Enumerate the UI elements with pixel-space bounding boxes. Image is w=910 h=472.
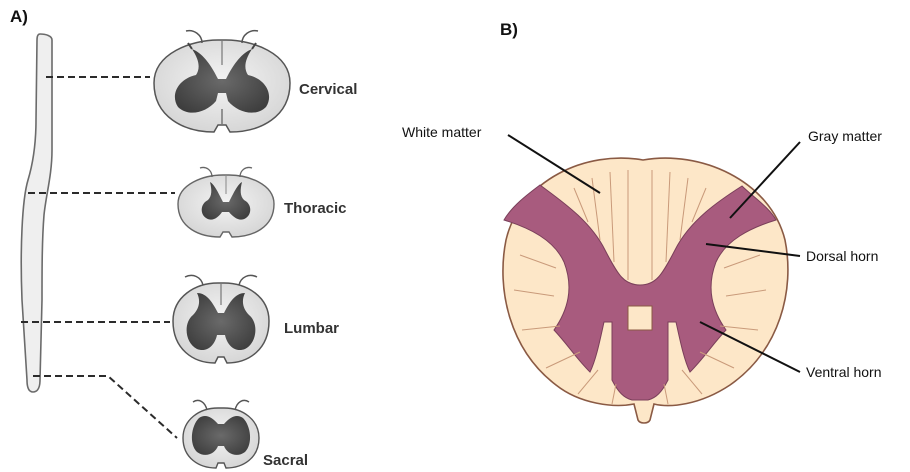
panel-b: B) bbox=[402, 20, 882, 423]
segment-label-cervical: Cervical bbox=[299, 81, 357, 98]
segment-label-sacral: Sacral bbox=[263, 452, 308, 469]
label-ventral-horn: Ventral horn bbox=[806, 364, 882, 380]
segment-label-thoracic: Thoracic bbox=[284, 200, 347, 217]
spinal-cord-cross-section bbox=[503, 158, 788, 423]
segment-label-lumbar: Lumbar bbox=[284, 320, 339, 337]
label-gray-matter: Gray matter bbox=[808, 128, 882, 144]
label-white-matter: White matter bbox=[402, 124, 482, 140]
cervical-cross-section bbox=[154, 31, 290, 132]
leader-sacral bbox=[33, 376, 177, 438]
sacral-cross-section bbox=[183, 400, 259, 468]
panel-a-letter: A) bbox=[10, 7, 28, 26]
thoracic-cross-section bbox=[178, 167, 274, 237]
spinal-cord-longitudinal bbox=[21, 34, 52, 392]
label-dorsal-horn: Dorsal horn bbox=[806, 248, 878, 264]
lumbar-cross-section bbox=[173, 275, 269, 363]
panel-a: A) Cervical Thoracic bbox=[10, 7, 357, 469]
panel-b-letter: B) bbox=[500, 20, 518, 39]
